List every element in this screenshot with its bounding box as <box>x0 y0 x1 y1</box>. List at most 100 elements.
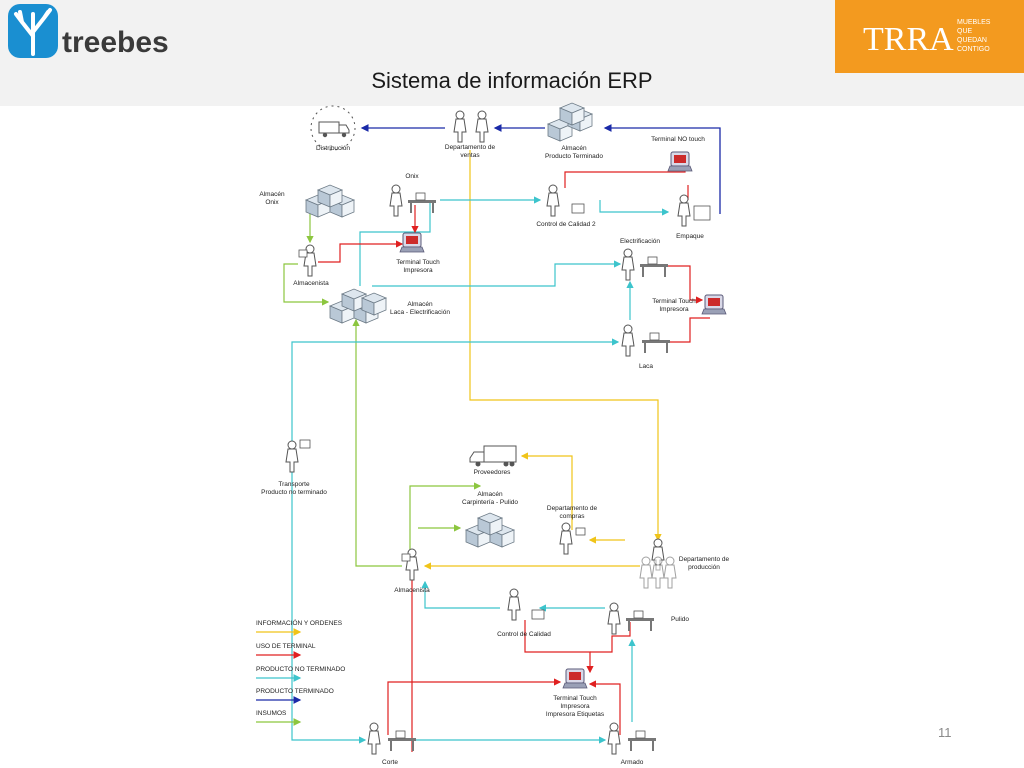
terminal-monitor-icon <box>701 294 727 315</box>
person-icon <box>677 194 691 227</box>
label-ventas-2: ventas <box>460 152 480 159</box>
person-icon <box>651 556 665 589</box>
workbench-icon <box>641 332 671 354</box>
label-terminal-no-touch: Terminal NO touch <box>651 136 705 143</box>
boxes-stack-icon <box>317 184 343 208</box>
empaque-node: Empaque <box>676 194 711 240</box>
label-terminal-touch-1-a: Terminal Touch <box>396 259 440 266</box>
label-almacen-carpinteria-2: Carpintería - Pulido <box>462 499 518 506</box>
person-icon <box>663 556 677 589</box>
almacen-carpinteria-node: Almacén Carpintería - Pulido <box>462 491 518 548</box>
pulido-node: Pulido <box>607 602 689 635</box>
person-icon <box>389 184 403 217</box>
person-icon <box>285 440 299 473</box>
label-laca: Laca <box>639 363 653 370</box>
person-icon <box>507 588 521 621</box>
terminal-touch-3-node: Terminal Touch Impresora Impresora Etiqu… <box>546 668 605 718</box>
boxes-stack-icon <box>477 512 503 536</box>
transporte-node: Transporte Producto no terminado <box>261 439 327 496</box>
label-transporte-1: Transporte <box>278 481 310 488</box>
electrificacion-node: Electrificación <box>620 238 669 281</box>
person-icon <box>621 324 635 357</box>
person-icon <box>453 110 467 143</box>
label-control-calidad-2: Control de Calidad 2 <box>536 221 596 228</box>
label-almacen-laca-1: Almacén <box>407 301 433 308</box>
label-almacen-pt-1: Almacén <box>561 145 587 152</box>
workbench-icon <box>639 256 669 278</box>
person-icon <box>546 184 560 217</box>
label-distribucion: Distribución <box>316 145 350 152</box>
workbench-icon <box>407 192 437 214</box>
legend-label-insumos: INSUMOS <box>256 710 287 717</box>
person-icon <box>367 722 381 755</box>
label-corte: Corte <box>382 759 398 766</box>
label-almacen-pt-2: Producto Terminado <box>545 153 603 160</box>
almacenista-1-node: Almacenista <box>293 244 329 287</box>
terminal-touch-2-node: Terminal Touch Impresora <box>652 294 727 315</box>
corte-node: Corte <box>367 722 417 766</box>
label-terminal-touch-3-a: Terminal Touch <box>553 695 597 702</box>
label-almacenista-2: Almacenista <box>394 587 430 594</box>
compras-node: Departamento de compras <box>547 505 597 555</box>
person-icon <box>621 248 635 281</box>
label-control-calidad: Control de Calidad <box>497 631 551 638</box>
page-number: 11 <box>938 725 952 740</box>
almacenista-2-node: Almacenista <box>394 548 430 594</box>
label-armado: Armado <box>621 759 644 766</box>
control-calidad-2-node: Control de Calidad 2 <box>536 184 596 228</box>
tagline-line-2: QUE <box>957 28 973 35</box>
label-almacen-onix-1: Almacén <box>259 191 285 198</box>
label-terminal-touch-1-b: Impresora <box>403 267 433 274</box>
label-produccion-1: Departamento de <box>679 556 730 563</box>
label-proveedores: Proveedores <box>474 469 512 476</box>
terminal-monitor-icon <box>562 668 588 689</box>
tagline-line-4: CONTIGO <box>957 46 990 53</box>
label-pulido: Pulido <box>671 616 689 623</box>
slide-header: treebes TRRA MUEBLES QUE QUEDAN CONTIGO <box>0 0 1024 106</box>
trra-logo: TRRA MUEBLES QUE QUEDAN CONTIGO <box>835 0 1024 73</box>
person-icon <box>559 522 573 555</box>
label-almacen-carpinteria-1: Almacén <box>477 491 503 498</box>
label-almacenista-1: Almacenista <box>293 280 329 287</box>
ventas-node: Departamento de ventas <box>445 110 496 159</box>
label-ventas-1: Departamento de <box>445 144 496 151</box>
label-onix: Onix <box>405 173 419 180</box>
control-calidad-node: Control de Calidad <box>497 588 551 638</box>
tagline-line-1: MUEBLES <box>957 19 991 26</box>
terminal-touch-1-node: Terminal Touch Impresora <box>396 232 440 274</box>
legend: INFORMACIÓN Y ORDENES USO DE TERMINAL PR… <box>256 618 345 726</box>
produccion-node: Departamento de producción <box>639 538 730 589</box>
proveedores-node: Proveedores <box>469 445 517 476</box>
label-terminal-touch-2-a: Terminal Touch <box>652 298 696 305</box>
person-icon <box>475 110 489 143</box>
person-icon <box>607 722 621 755</box>
boxes-stack-icon <box>361 292 387 316</box>
trra-mark: TRRA <box>863 21 954 58</box>
almacen-pt-node: Almacén Producto Terminado <box>545 102 603 160</box>
label-terminal-touch-3-c: Impresora Etiquetas <box>546 711 605 718</box>
label-almacen-laca-2: Laca - Electrificación <box>390 309 450 316</box>
laca-node: Laca <box>621 324 671 370</box>
workbench-icon <box>627 730 657 752</box>
almacen-laca-node: Almacén Laca - Electrificación <box>329 288 450 324</box>
terminal-no-touch-node: Terminal NO touch <box>651 136 705 172</box>
treebes-logo: treebes <box>6 0 186 70</box>
label-empaque: Empaque <box>676 233 704 240</box>
terminal-monitor-icon <box>399 232 425 253</box>
label-terminal-touch-3-b: Impresora <box>560 703 590 710</box>
label-compras-2: compras <box>560 513 586 520</box>
armado-node: Armado <box>607 722 657 766</box>
truck-icon <box>469 445 517 467</box>
label-transporte-2: Producto no terminado <box>261 489 327 496</box>
label-produccion-2: producción <box>688 564 720 571</box>
terminal-monitor-icon <box>667 151 693 172</box>
person-icon <box>607 602 621 635</box>
slide-title: Sistema de información ERP <box>371 68 653 93</box>
truck-icon <box>310 105 356 151</box>
label-almacen-onix-2: Onix <box>265 199 279 206</box>
person-icon <box>639 556 653 589</box>
label-terminal-touch-2-b: Impresora <box>659 306 689 313</box>
almacen-onix-node: Almacén Onix <box>259 184 355 218</box>
distribucion-node: Distribución <box>310 105 356 152</box>
